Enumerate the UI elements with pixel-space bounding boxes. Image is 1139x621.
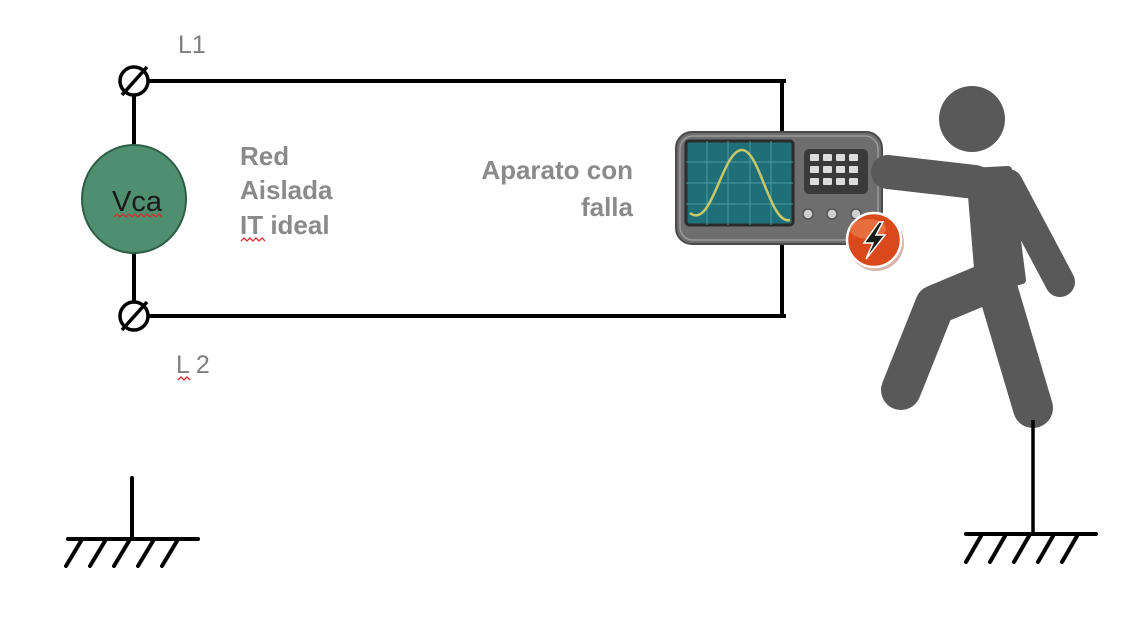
l2-label: L 2 [176,351,210,379]
lightning-bolt-icon [845,211,904,271]
terminal-l1 [118,65,150,97]
oscilloscope-icon [675,131,883,245]
sine-wave [689,148,791,222]
source-label: Vca [112,186,163,218]
network-label-line1: Red [240,141,289,171]
person-ground-symbol-icon [964,532,1098,564]
l1-label: L1 [178,31,206,59]
person-touching-arm [871,155,992,199]
person-back-arm [993,169,1075,297]
source-spellcheck-underline [113,213,163,218]
ground-symbol-icon [64,476,200,568]
wires [132,79,786,318]
it-spellcheck-underline [240,237,266,242]
person-head [939,86,1005,152]
network-label-line2: Aislada [240,175,333,205]
device-label: Aparato con falla [481,155,633,222]
person-front-leg [975,260,1053,428]
terminal-l2 [118,300,150,332]
person-back-leg [881,262,1010,410]
network-label: Red Aislada IT ideal [240,141,333,242]
device-label-line2: falla [581,192,634,222]
device-label-line1: Aparato con [481,155,633,185]
ac-source: Vca [81,144,187,254]
person-touching-icon [871,86,1075,428]
l2-spellcheck-underline [177,376,191,381]
network-label-line3: IT ideal [240,210,330,240]
ac-source-circle [81,144,187,254]
